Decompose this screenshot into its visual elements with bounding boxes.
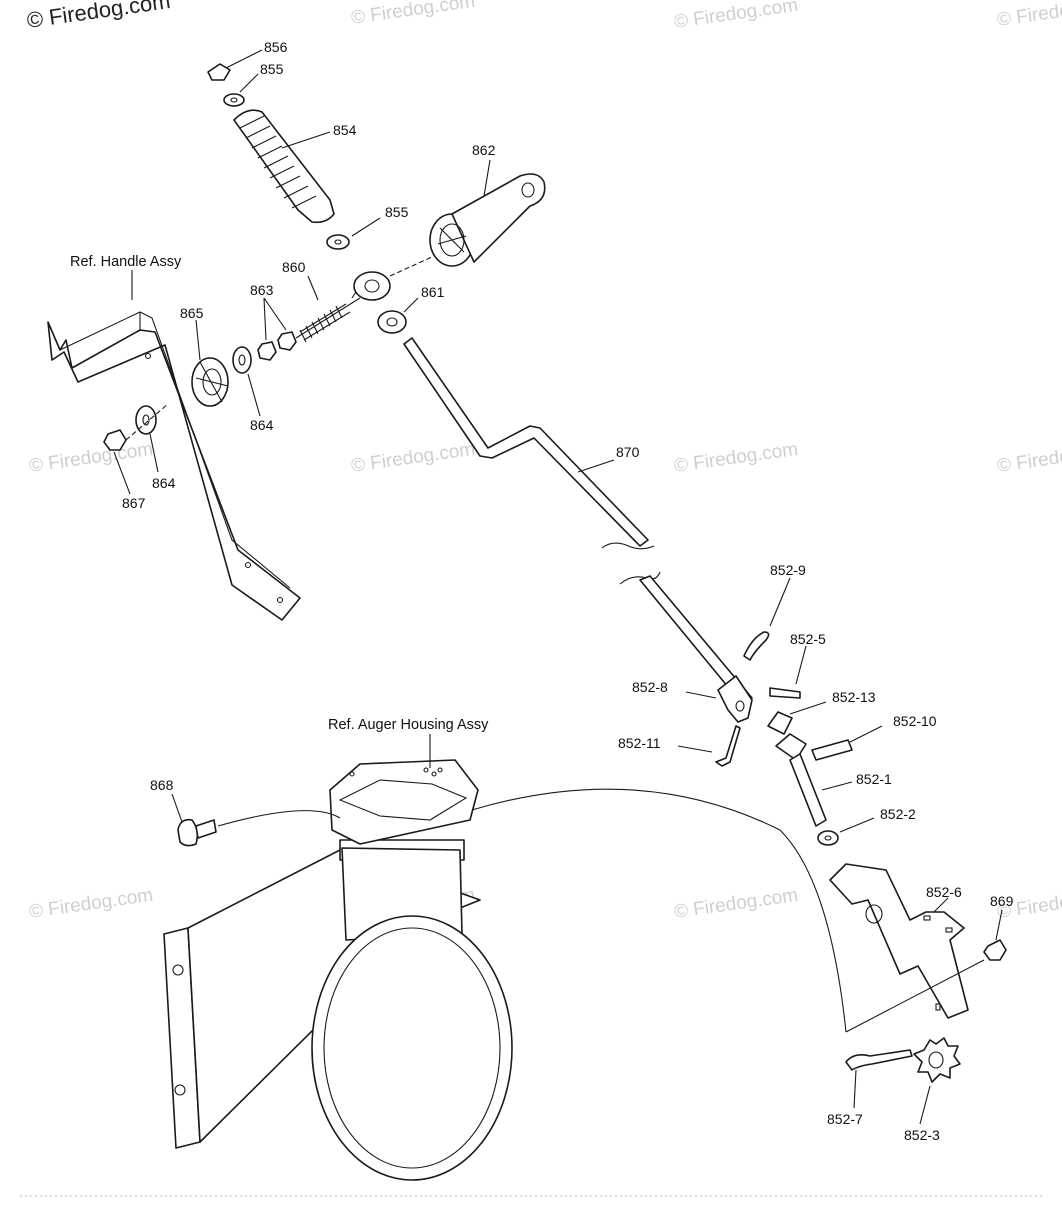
part-867-nut [103, 429, 127, 451]
part-852-11-bolt [715, 725, 741, 767]
label-854: 854 [333, 122, 357, 138]
part-852-6-bracket [829, 863, 969, 1019]
ref-handle-assy-label: Ref. Handle Assy [70, 254, 182, 270]
label-863: 863 [250, 282, 274, 298]
watermark: © Firedog.com [28, 439, 155, 477]
eye-rod [351, 271, 391, 301]
label-852-6: 852-6 [926, 884, 962, 900]
watermark: © Firedog.com [673, 439, 800, 477]
label-852-8: 852-8 [632, 679, 668, 695]
part-852-9-hairpin [743, 631, 770, 661]
part-865-bracket [191, 357, 229, 407]
part-852-1-shaft [789, 753, 827, 827]
label-862: 862 [472, 142, 496, 158]
part-852-8-clevis [717, 675, 753, 723]
label-864-lower: 864 [152, 475, 176, 491]
label-865: 865 [180, 305, 204, 321]
label-856: 856 [264, 39, 288, 55]
part-870-rod [403, 337, 753, 705]
part-860-spring [295, 297, 361, 343]
part-869-nut [983, 939, 1007, 961]
label-864-upper: 864 [250, 417, 274, 433]
part-861-bushing [377, 310, 407, 334]
label-861: 861 [421, 284, 445, 300]
label-868: 868 [150, 777, 174, 793]
watermark: © Firedog.com [350, 0, 477, 29]
watermark: © Firedog.com [996, 0, 1062, 31]
part-863-nuts [257, 331, 297, 361]
label-852-5: 852-5 [790, 631, 826, 647]
part-852-13-block [767, 711, 807, 761]
label-852-11: 852-11 [618, 735, 661, 751]
auger-housing [163, 759, 513, 1181]
label-852-2: 852-2 [880, 806, 916, 822]
handle-bar [47, 311, 301, 621]
watermark: © Firedog.com [673, 0, 800, 33]
part-852-3-gear [913, 1037, 961, 1083]
part-852-7-clip [845, 1049, 913, 1071]
watermark: © Firedog.com [28, 885, 155, 923]
label-852-10: 852-10 [893, 713, 937, 729]
watermarks: © Firedog.com © Firedog.com © Firedog.co… [25, 0, 1062, 923]
watermark: © Firedog.com [350, 439, 477, 477]
label-867: 867 [122, 495, 146, 511]
label-852-3: 852-3 [904, 1127, 940, 1143]
part-854-grip [233, 109, 335, 224]
part-864-washer-lower [135, 405, 157, 435]
leader-lines [113, 49, 1003, 1125]
part-856-nut [207, 63, 231, 81]
part-852-5-cotter-pin [769, 687, 801, 699]
part-864-washer-upper [232, 346, 252, 374]
label-855-top: 855 [260, 61, 284, 77]
label-870: 870 [616, 444, 640, 460]
part-862-connector [429, 173, 546, 267]
label-852-1: 852-1 [856, 771, 892, 787]
part-855-washer-top [223, 93, 245, 107]
label-855-mid: 855 [385, 204, 409, 220]
part-852-10-pin [811, 739, 853, 761]
label-869: 869 [990, 893, 1014, 909]
part-852-2-washer [817, 830, 839, 846]
label-852-13: 852-13 [832, 689, 876, 705]
watermark: © Firedog.com [996, 439, 1062, 477]
label-852-7: 852-7 [827, 1111, 863, 1127]
part-855-washer-mid [326, 234, 350, 250]
ref-auger-housing-label: Ref. Auger Housing Assy [328, 717, 489, 733]
label-860: 860 [282, 259, 306, 275]
part-868-bolt [177, 818, 217, 847]
part-labels: 856 855 854 862 855 860 861 863 865 864 … [122, 39, 1014, 1143]
watermark-logo-top-left: © Firedog.com [25, 0, 172, 33]
watermark: © Firedog.com [673, 885, 800, 923]
label-852-9: 852-9 [770, 562, 806, 578]
